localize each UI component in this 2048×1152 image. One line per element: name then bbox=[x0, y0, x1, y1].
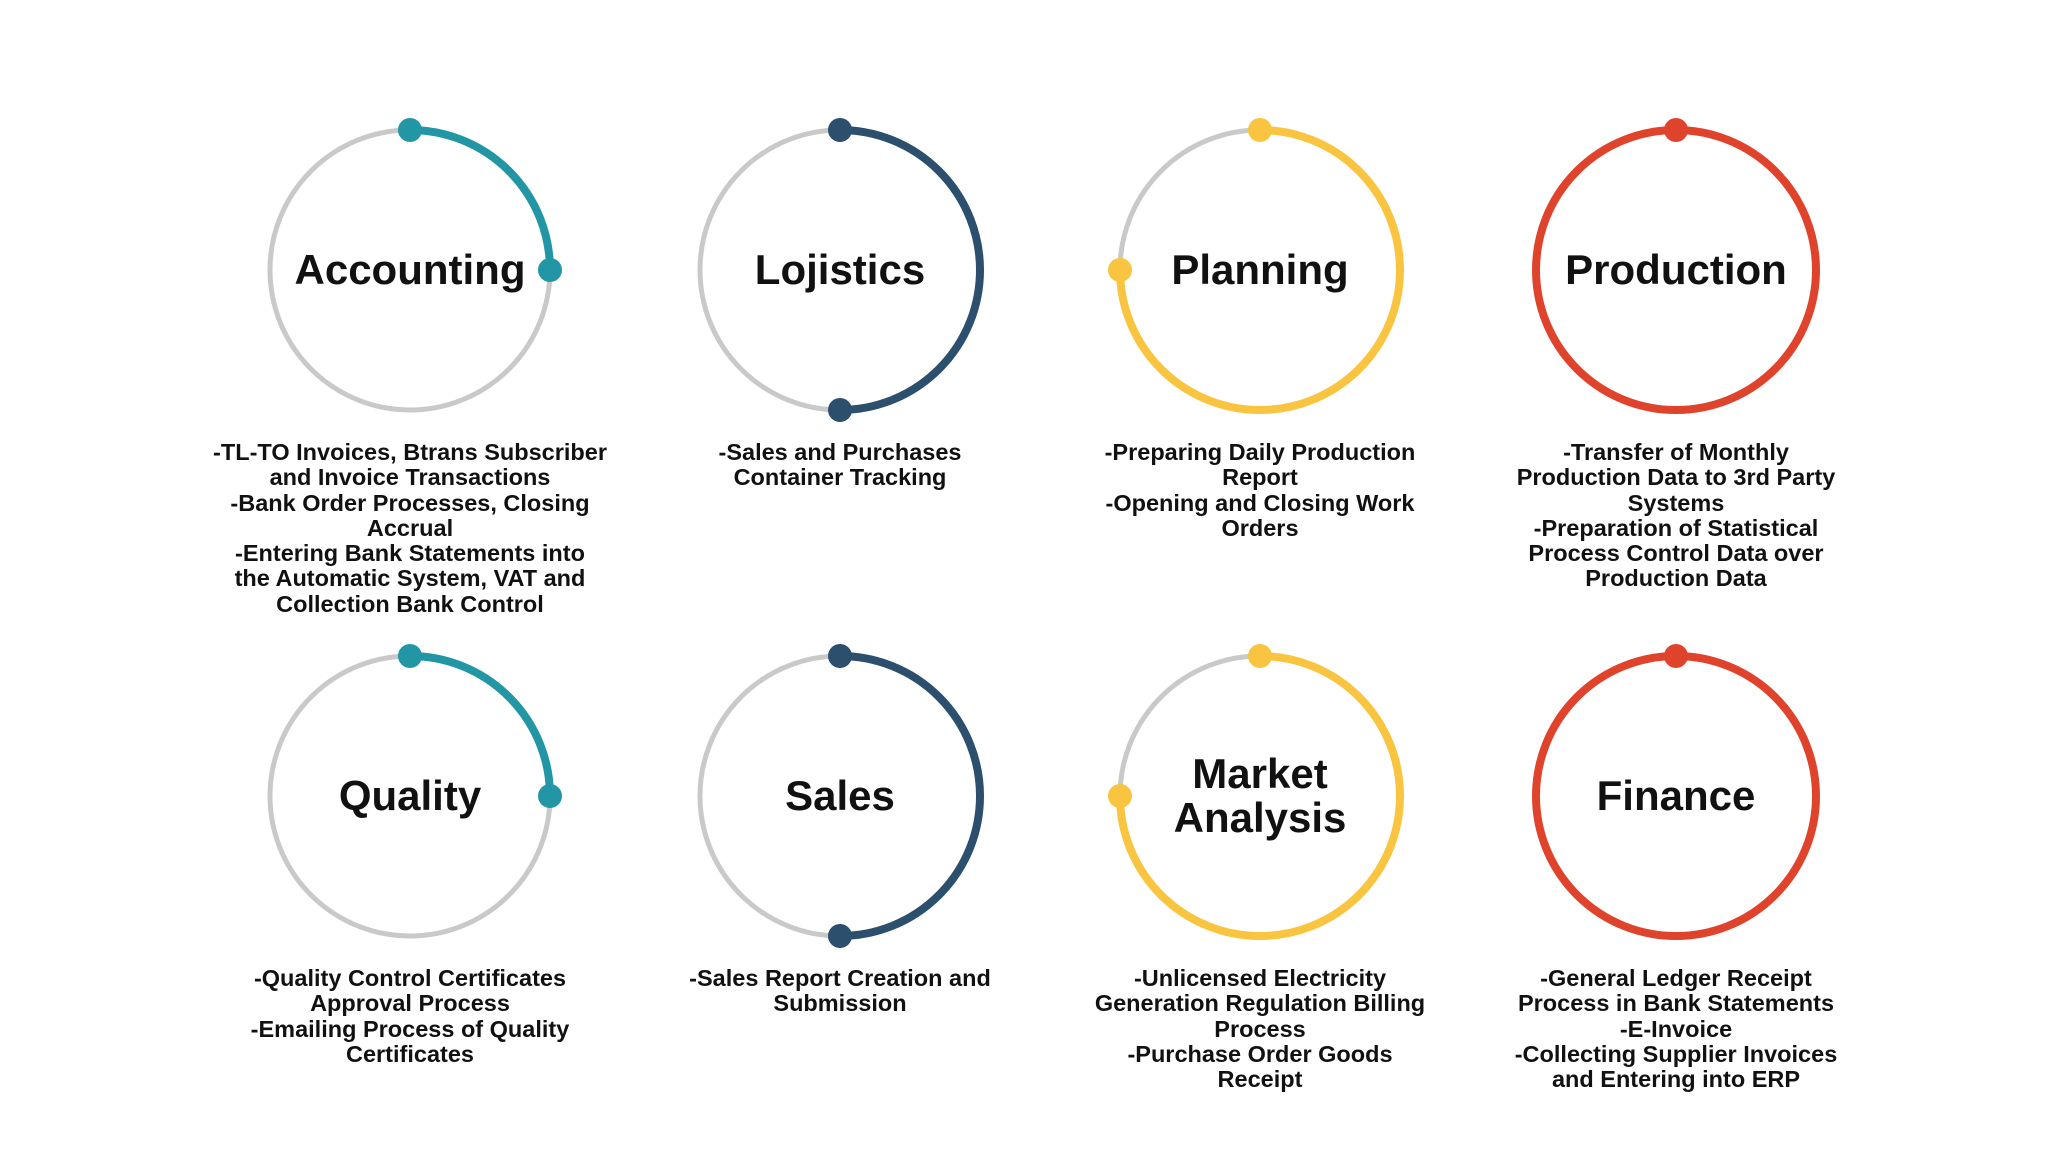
ring-progress-arc bbox=[409, 126, 554, 271]
description-line: Submission bbox=[773, 990, 907, 1017]
description-line: -Sales Report Creation and bbox=[689, 965, 991, 991]
progress-ring: Finance bbox=[1526, 644, 1826, 946]
ring-end-dot bbox=[828, 398, 852, 422]
description-line: Orders bbox=[1221, 514, 1299, 541]
description-line: and Invoice Transactions bbox=[269, 464, 551, 491]
ring-graphic bbox=[267, 644, 562, 939]
ring-graphic bbox=[1108, 118, 1404, 414]
description-line: and Entering into ERP bbox=[1551, 1066, 1801, 1093]
progress-ring: Production bbox=[1526, 118, 1826, 420]
card-title: Finance bbox=[1596, 772, 1756, 819]
ring-end-dot bbox=[828, 924, 852, 948]
progress-ring: Planning bbox=[1108, 118, 1410, 420]
progress-ring: Lojistics bbox=[690, 118, 990, 422]
ring-end-dot bbox=[1108, 784, 1132, 808]
description-line: the Automatic System, VAT and bbox=[234, 565, 586, 592]
progress-ring: Sales bbox=[690, 644, 990, 948]
ring-graphic bbox=[697, 118, 984, 422]
description-line: Certificates bbox=[346, 1040, 474, 1067]
ring-graphic bbox=[1108, 644, 1404, 940]
ring-graphic bbox=[1532, 118, 1820, 414]
description-line: -Bank Order Processes, Closing bbox=[230, 489, 590, 516]
description-line: -Preparation of Statistical bbox=[1533, 514, 1819, 541]
ring-start-dot bbox=[1248, 644, 1272, 668]
ring-start-dot bbox=[398, 118, 422, 142]
card-title: Accounting bbox=[294, 246, 526, 293]
ring-progress-arc bbox=[839, 126, 984, 414]
ring-end-dot bbox=[1108, 258, 1132, 282]
ring-start-dot bbox=[1664, 118, 1688, 142]
description-line: -Opening and Closing Work bbox=[1105, 489, 1415, 516]
ring-graphic bbox=[267, 118, 562, 413]
description-line: Process in Bank Statements bbox=[1517, 990, 1835, 1017]
description-line: Production Data bbox=[1585, 565, 1767, 592]
description-line: Receipt bbox=[1217, 1066, 1303, 1093]
description-line: -Entering Bank Statements into bbox=[235, 540, 585, 567]
description-line: Container Tracking bbox=[733, 464, 947, 491]
progress-ring: Accounting bbox=[260, 118, 562, 420]
description-line: -Unlicensed Electricity bbox=[1133, 965, 1387, 991]
ring-graphic bbox=[1532, 644, 1820, 940]
description-line: Report bbox=[1222, 464, 1298, 491]
ring-graphic bbox=[697, 644, 984, 948]
description-line: -E-Invoice bbox=[1619, 1015, 1733, 1042]
card-title: Market Analysis bbox=[1173, 750, 1347, 841]
description-line: Production Data to 3rd Party bbox=[1516, 464, 1836, 491]
description-line: Process bbox=[1214, 1015, 1306, 1042]
description-line: -Transfer of Monthly bbox=[1563, 439, 1789, 465]
card-title: Lojistics bbox=[754, 246, 926, 293]
ring-progress-arc bbox=[839, 652, 984, 940]
description-line: -TL-TO Invoices, Btrans Subscriber bbox=[213, 439, 607, 465]
description-line: Process Control Data over bbox=[1528, 540, 1824, 567]
description-line: -Collecting Supplier Invoices bbox=[1514, 1040, 1838, 1067]
description-line: Approval Process bbox=[310, 990, 510, 1017]
progress-ring: Quality bbox=[260, 644, 562, 946]
description-line: Systems bbox=[1627, 489, 1725, 516]
ring-end-dot bbox=[538, 784, 562, 808]
ring-start-dot bbox=[828, 644, 852, 668]
description-line: -Purchase Order Goods bbox=[1127, 1040, 1393, 1067]
ring-progress-arc bbox=[1116, 652, 1404, 940]
ring-progress-arc bbox=[409, 652, 554, 797]
description-line: -Sales and Purchases bbox=[718, 439, 962, 465]
card-title: Planning bbox=[1171, 246, 1349, 293]
progress-ring: Market Analysis bbox=[1108, 644, 1410, 946]
description-line: -Quality Control Certificates bbox=[253, 965, 567, 991]
description-line: -Emailing Process of Quality bbox=[250, 1015, 570, 1042]
description-line: Generation Regulation Billing bbox=[1094, 990, 1426, 1017]
ring-end-dot bbox=[538, 258, 562, 282]
ring-start-dot bbox=[828, 118, 852, 142]
card-title: Sales bbox=[785, 772, 895, 819]
ring-start-dot bbox=[1248, 118, 1272, 142]
description-line: -Preparing Daily Production bbox=[1104, 439, 1416, 465]
ring-start-dot bbox=[398, 644, 422, 668]
card-title: Production bbox=[1565, 246, 1787, 293]
ring-progress-arc bbox=[1116, 126, 1404, 414]
card-title: Quality bbox=[338, 772, 482, 819]
description-line: Accrual bbox=[366, 514, 454, 541]
ring-start-dot bbox=[1664, 644, 1688, 668]
description-line: Collection Bank Control bbox=[276, 590, 544, 617]
description-line: -General Ledger Receipt bbox=[1540, 965, 1812, 991]
